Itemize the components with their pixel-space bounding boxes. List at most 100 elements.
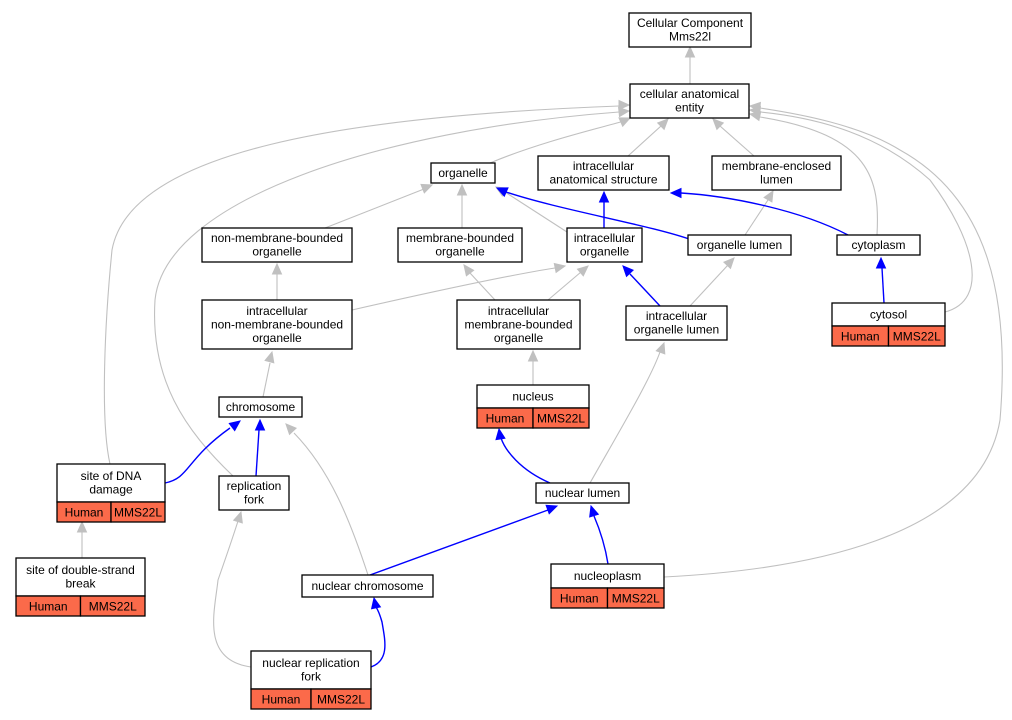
gene-label: MMS22L: [612, 592, 660, 606]
edge-line: [262, 362, 271, 398]
node-label: damage: [89, 483, 133, 497]
edge-cae-to-root: [684, 45, 696, 84]
gene-cell: [887, 325, 946, 347]
node-chromosome[interactable]: chromosome: [218, 396, 303, 418]
edge-line: [103, 105, 620, 465]
node-label: organelle: [252, 331, 302, 345]
arrowhead-icon: [76, 520, 88, 533]
species-label: Human: [262, 693, 301, 707]
node-inmbo[interactable]: intracellularnon-membrane-boundedorganel…: [201, 299, 353, 350]
node-label: Cellular Component: [637, 16, 744, 30]
arrowhead-icon: [656, 118, 669, 131]
edge-inmbo-to-nmbo: [271, 262, 283, 300]
edge-line: [293, 432, 369, 576]
node-label: cytoplasm: [851, 238, 905, 252]
node-label: non-membrane-bounded: [211, 317, 343, 331]
node-box: [628, 12, 752, 48]
arrowhead-icon: [684, 45, 696, 58]
node-label: organelle: [252, 245, 302, 259]
arrowhead-icon: [495, 187, 509, 198]
edge-line: [629, 273, 661, 307]
node-label: organelle lumen: [634, 323, 719, 337]
arrowhead-icon: [875, 256, 887, 269]
edge-line: [547, 271, 582, 301]
arrowhead-icon: [763, 189, 774, 203]
edge-sdd-to-chromosome: [164, 420, 241, 484]
node-label: break: [65, 577, 96, 591]
node-label: intracellular: [573, 159, 634, 173]
gene-label: MMS22L: [114, 506, 162, 520]
edge-line: [369, 509, 549, 576]
node-label: anatomical structure: [549, 173, 657, 187]
edge-io-to-organelle: [494, 186, 568, 233]
edge-line: [469, 272, 496, 301]
arrowhead-icon: [271, 262, 283, 275]
node-ol[interactable]: organelle lumen: [687, 234, 792, 256]
arrowhead-icon: [527, 349, 539, 362]
node-box: [711, 155, 842, 191]
node-box: [566, 227, 643, 263]
node-nl[interactable]: nuclear lumen: [535, 482, 630, 504]
node-box: [201, 227, 353, 263]
edge-line: [213, 520, 252, 668]
node-nc[interactable]: nuclear chromosome: [301, 574, 434, 598]
gene-cell: [79, 595, 146, 617]
node-cytoplasm[interactable]: cytoplasm: [836, 234, 921, 256]
edge-cytosol-to-cytoplasm: [875, 256, 887, 304]
edge-nucleus-to-imbo: [527, 349, 539, 385]
gene-label: MMS22L: [317, 693, 365, 707]
arrowhead-icon: [264, 350, 275, 364]
node-label: organelle: [435, 245, 485, 259]
node-label: intracellular: [646, 309, 707, 323]
node-organelle[interactable]: organelle: [430, 162, 496, 184]
node-label: nuclear replication: [262, 656, 359, 670]
node-label: lumen: [760, 173, 793, 187]
species-label: Human: [65, 506, 104, 520]
node-label: organelle: [438, 166, 488, 180]
edge-imbo-to-mbo: [463, 264, 496, 301]
edge-line: [759, 116, 878, 236]
arrowhead-icon: [232, 510, 243, 524]
gene-label: MMS22L: [537, 412, 585, 426]
arrowhead-icon: [370, 596, 382, 610]
node-box: [537, 155, 670, 191]
gene-cell: [110, 501, 166, 523]
node-label: Mms22l: [669, 30, 711, 44]
node-label: site of double-strand: [26, 563, 135, 577]
edge-cytoplasm-to-ias: [669, 187, 849, 236]
edge-imbo-to-io: [547, 265, 589, 301]
node-box: [56, 463, 166, 503]
edge-line: [164, 427, 231, 484]
edge-io-to-ias: [598, 190, 610, 228]
edges-layer: [76, 45, 1003, 668]
arrowhead-icon: [589, 504, 600, 518]
node-label: membrane-enclosed: [722, 159, 831, 173]
gene-cell: [532, 407, 590, 429]
species-label: Human: [841, 330, 880, 344]
node-label: non-membrane-bounded: [211, 231, 343, 245]
edge-line: [593, 515, 609, 565]
arrowhead-icon: [618, 106, 631, 118]
node-box: [201, 299, 353, 350]
node-box: [687, 234, 792, 256]
edge-ias-to-cae: [627, 118, 669, 157]
edge-line: [689, 264, 729, 307]
node-label: nuclear chromosome: [311, 579, 423, 593]
edge-iol-to-io: [622, 265, 661, 307]
